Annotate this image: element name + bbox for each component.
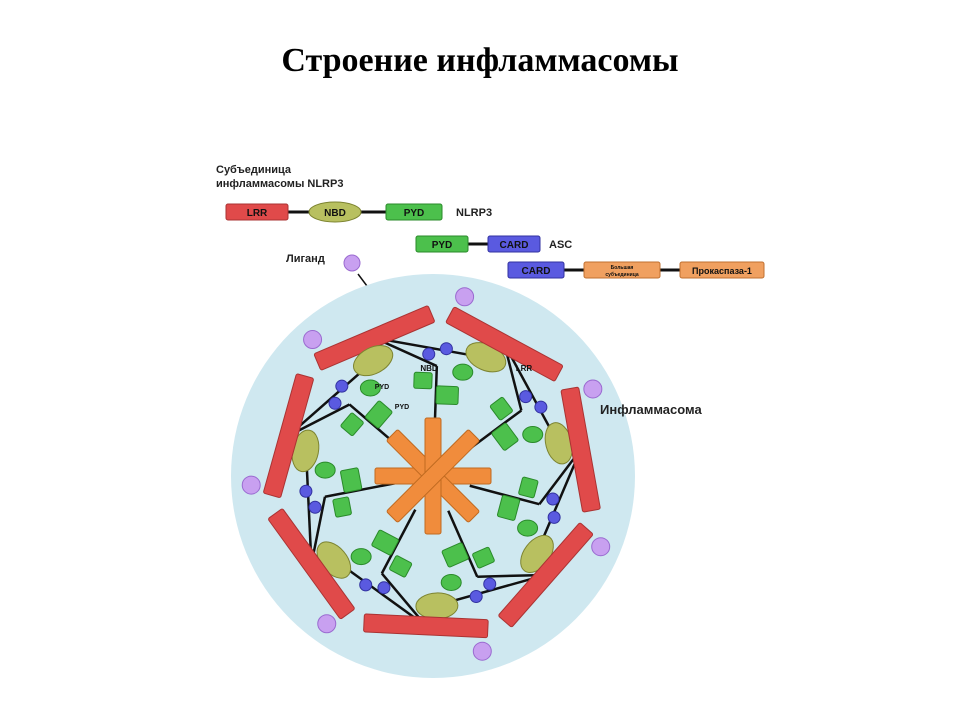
inner-nbd-label: NBD [420,364,438,373]
ligand-circle [241,475,261,495]
card-domain [359,578,373,592]
pyd-domain [452,363,474,381]
pyd-domain [413,371,433,390]
pyd-domain [314,461,336,479]
central-hub-arm [386,429,480,523]
pyd-domain [518,476,539,499]
legend-asc-label: ASC [549,239,572,251]
pyd-domain [332,496,352,518]
lrr-domain [445,306,564,382]
card-domain [308,500,322,514]
subunit-label-line1: Субъединица [216,164,292,176]
pyd-domain [371,529,399,556]
legend-ligand-circle [343,254,361,272]
legend-asc-pyd-label: PYD [432,240,453,251]
pyd-domain [491,422,519,451]
ligand-circle [583,379,603,399]
card-domain [534,400,548,414]
pyd-domain [340,467,363,493]
legend-casp-card-label: CARD [522,266,551,277]
card-domain [422,347,436,361]
legend-procaspase-label: Прокаспаза-1 [692,266,752,276]
legend-large-subunit-label-line2: субъединица [605,271,638,278]
legend-lrr-label: LRR [247,208,268,219]
pyd-domain [440,573,462,591]
card-domain [328,396,342,410]
legend-nbd-label: NBD [324,208,346,219]
pyd-domain [389,555,413,578]
lrr-domain [363,613,489,639]
lrr-domain [498,522,594,628]
pyd-domain [340,412,364,437]
lrr-domain [268,508,355,620]
card-domain [546,492,560,506]
ligand-circle [455,287,475,307]
subunit-label-line2: инфламмасомы NLRP3 [216,178,343,190]
legend-nlrp3-label: NLRP3 [456,207,492,219]
legend-large-subunit-domain [583,261,661,279]
legend-asc-pyd-domain [415,235,469,253]
nbd-domain [353,345,394,377]
legend-asc-card-domain [487,235,541,253]
card-domain [483,577,497,591]
pyd-domain [441,542,469,568]
lrr-domain [263,373,314,498]
card-domain [547,510,561,524]
ligand-circle [303,330,323,350]
pyd-domain [365,400,393,429]
ligand-circle [472,641,492,661]
inflammasome-complex [241,287,611,661]
card-domain [299,484,313,498]
card-domain [335,379,349,393]
legend-nbd-domain [308,201,362,223]
pyd-domain [489,396,513,421]
legend-procaspase-domain [679,261,765,279]
inner-pyd-label-b: PYD [395,404,409,411]
legend-asc-row: PYD CARD ASC [415,235,572,253]
legend-casp-card-domain [507,261,565,279]
legend-asc-card-label: CARD [500,240,529,251]
inflammasome-label: Инфламмасома [600,402,702,417]
legend-procaspase-row: CARD Большая субъединица Прокаспаза-1 [507,261,765,279]
lrr-domain [560,386,601,513]
legend-nlrp3-row: LRR NBD PYD NLRP3 [225,201,492,223]
pyd-domain [496,494,521,521]
pyd-domain [350,548,372,566]
slide-title: Строение инфламмасомы [281,42,679,79]
pyd-domain [435,385,459,406]
card-domain [519,390,533,404]
pyd-domain [359,379,381,397]
card-domain [469,589,483,603]
pyd-domain [472,546,495,569]
pyd-domain [517,519,539,537]
ligand-label: Лиганд [286,253,325,265]
ligand-circle [591,537,611,557]
inner-pyd-label-a: PYD [375,384,389,391]
inner-lrr-label: LRR [516,364,533,373]
legend-pyd-domain [385,203,443,221]
ligand-circle [317,614,337,634]
legend-lrr-domain [225,203,289,221]
legend-large-subunit-label-line1: Большая [611,265,634,271]
card-domain [439,342,453,356]
pyd-domain [522,426,544,444]
card-domain [377,581,391,595]
legend-pyd-label: PYD [404,208,425,219]
